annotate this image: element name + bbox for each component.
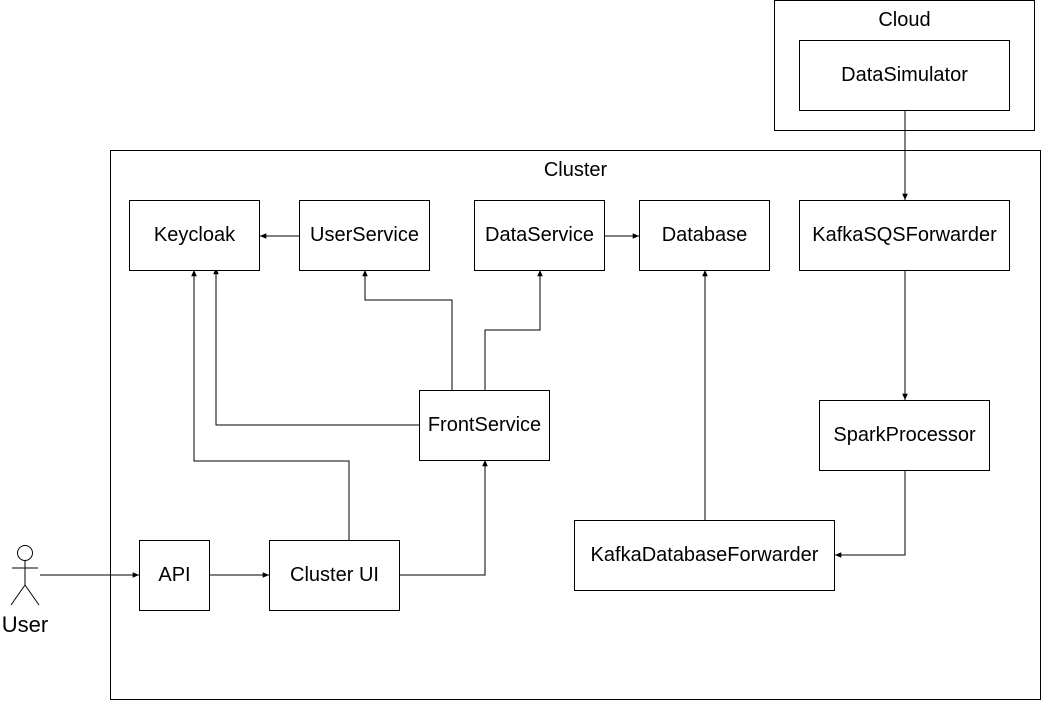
node-data-service: DataService bbox=[474, 200, 605, 271]
node-keycloak: Keycloak bbox=[129, 200, 260, 271]
cluster-label: Cluster bbox=[543, 159, 608, 181]
cloud-label: Cloud bbox=[878, 9, 931, 31]
node-data-simulator: DataSimulator bbox=[799, 40, 1010, 111]
node-spark-processor: SparkProcessor bbox=[819, 400, 990, 471]
node-database: Database bbox=[639, 200, 770, 271]
node-kafka-sqs-forwarder: KafkaSQSForwarder bbox=[799, 200, 1010, 271]
edge-clusterui-to-frontservice bbox=[400, 460, 488, 576]
edge-frontservice-to-keycloak bbox=[213, 268, 420, 426]
edge-clusterui-to-keycloak bbox=[191, 270, 350, 540]
node-front-service: FrontService bbox=[419, 390, 550, 461]
node-user-service: UserService bbox=[299, 200, 430, 271]
node-kafka-database-forwarder: KafkaDatabaseForwarder bbox=[574, 520, 835, 591]
edge-frontservice-to-dataservice bbox=[484, 270, 543, 390]
edge-frontservice-to-userservice bbox=[362, 270, 453, 390]
node-api: API bbox=[139, 540, 210, 611]
user-actor-label: User bbox=[1, 612, 49, 637]
user-actor-icon bbox=[10, 545, 40, 606]
edge-sparkprocessor-to-kafkadatabaseforwarder bbox=[835, 470, 906, 558]
node-cluster-ui: Cluster UI bbox=[269, 540, 400, 611]
